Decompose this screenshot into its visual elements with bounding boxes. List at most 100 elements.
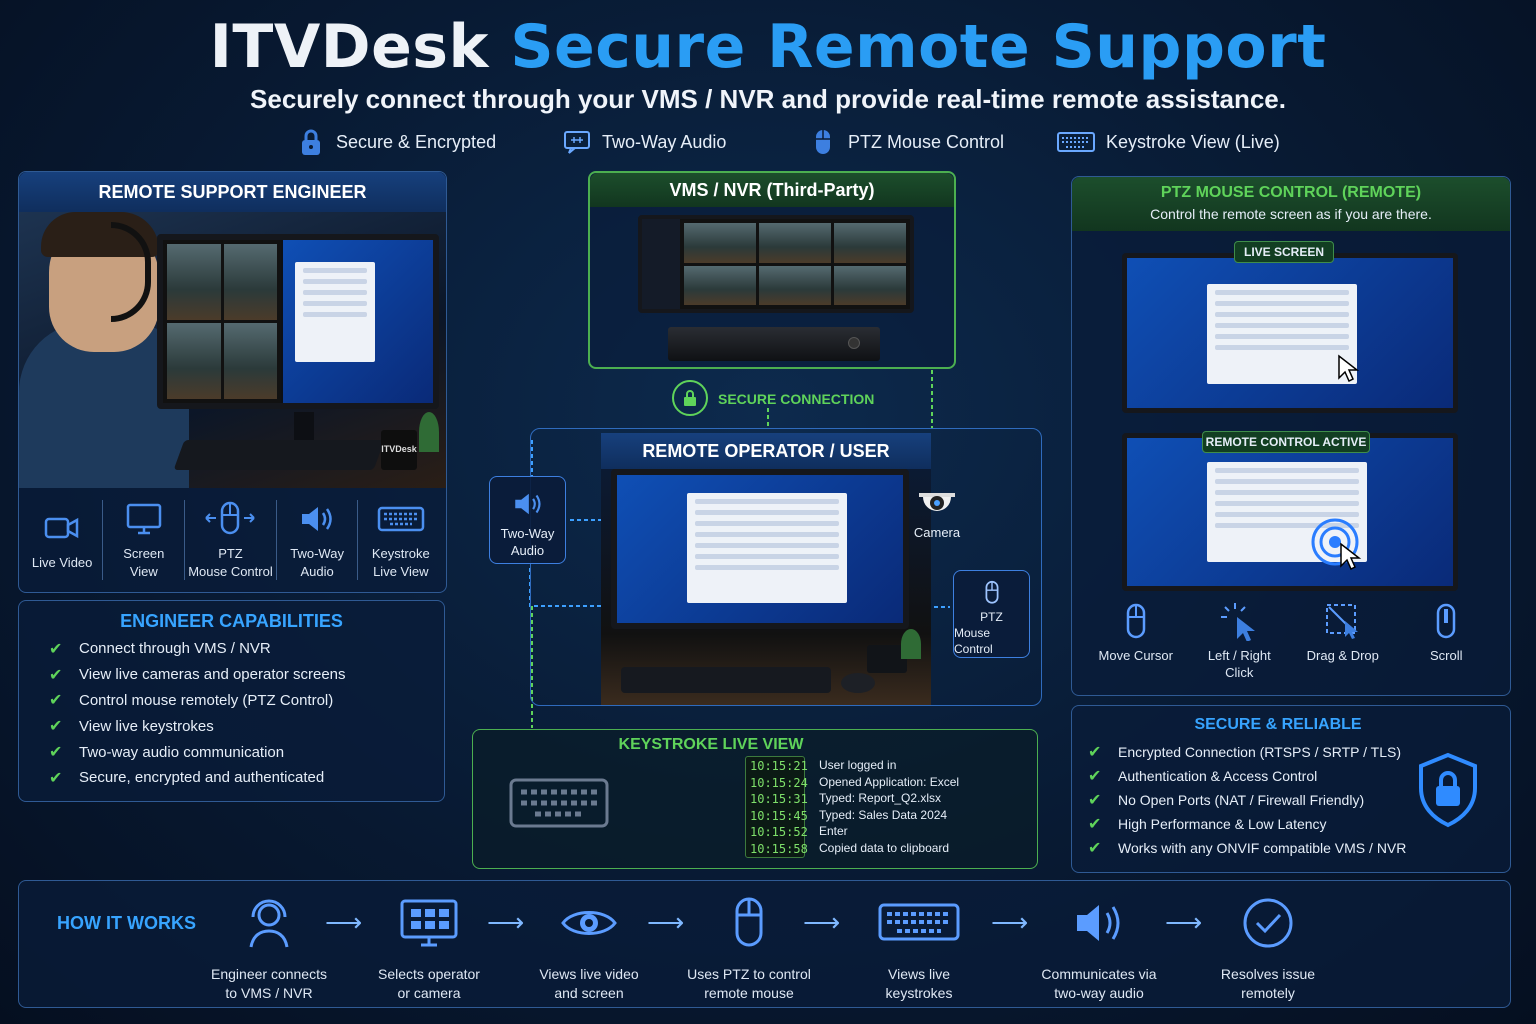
check-icon: ✔ [49,769,63,787]
operator-title: REMOTE OPERATOR / USER [601,433,931,469]
engineer-remote-screen [283,240,433,403]
engineer-title: REMOTE SUPPORT ENGINEER [19,172,446,212]
lock-icon [684,390,696,406]
label-line1: Drag & Drop [1306,648,1379,663]
keystroke-panel: KEYSTROKE LIVE VIEW 10:15:21 10:15:24 10… [472,729,1038,869]
keystroke-text: Copied data to clipboard [819,840,950,855]
check-icon: ✔ [1088,768,1102,785]
ptz-live-monitor [1122,253,1458,413]
label-line1: Live Video [31,555,93,570]
live-screen-badge: LIVE SCREEN [1234,241,1334,263]
keystroke-time: 10:15:45 [750,808,808,823]
vms-sidebar [642,219,680,309]
mouse-icon [816,130,830,154]
keystroke-time: 10:15:21 [750,759,808,773]
arrow-right-icon: ⟶ [1165,907,1203,937]
ptz-live-screen [1127,258,1453,408]
how-step-3: Views live video and screen [529,895,649,1003]
ptz-action-drag: Drag & Drop [1298,601,1388,689]
operator-audio-box: Two-Way Audio [489,476,566,564]
keystroke-text: User logged in [819,758,897,772]
step-line2: or camera [397,985,461,1001]
capability-text: Connect through VMS / NVR [79,640,271,658]
drag-drop-icon [1325,604,1358,639]
engineer-keyboard [173,440,385,470]
click-icon [1221,603,1256,641]
feature-ptz: PTZ Mouse Control [808,126,1004,158]
engineer-icon-row: Live Video Screen View PTZ Mouse Control… [19,488,446,592]
label-line2: Audio [510,543,545,558]
feature-keystroke: Keystroke View (Live) [1056,126,1280,158]
divider [275,500,277,580]
check-icon: ✔ [49,640,63,658]
check-circle-icon [1243,898,1293,948]
label-line1: Two-Way [290,546,344,561]
engineer-feature-audio: Two-Way Audio [279,499,355,581]
secure-item: ✔High Performance & Low Latency [1088,812,1494,836]
label-line2: Audio [300,564,334,579]
check-icon: ✔ [49,718,63,736]
step-line1: Communicates via [1041,966,1157,982]
operator-ptz-box: PTZ Mouse Control [953,570,1030,658]
video-camera-icon [44,517,79,539]
secure-text: High Performance & Low Latency [1118,816,1327,832]
ptz-title: PTZ MOUSE CONTROL (REMOTE) [1160,184,1422,201]
keystroke-text: Typed: Report_Q2.xlsx [819,791,942,806]
headset-user-icon [249,899,289,948]
keyboard-icon [878,903,960,941]
secure-text: Authentication & Access Control [1118,768,1318,784]
divider [357,500,359,580]
capability-text: Two-way audio communication [79,743,285,761]
arrow-right-icon: ⟶ [647,907,685,937]
vms-title: VMS / NVR (Third-Party) [590,173,954,207]
how-title: HOW IT WORKS [57,913,196,933]
ptz-action-click: Left / Right Click [1194,601,1284,689]
label-line2: Mouse Control [954,626,993,656]
keystroke-text: Opened Application: Excel [819,774,960,789]
label-line2: Mouse Control [188,564,273,579]
capability-item: ✔View live keystrokes [49,713,414,739]
capability-item: ✔Two-way audio communication [49,739,414,765]
operator-panel: REMOTE OPERATOR / USER Camera [530,428,1042,706]
secure-item: ✔ Authentication & Access Control [1088,764,1494,788]
feature-label: PTZ Mouse Control [848,131,1005,152]
arrow-right-icon: ⟶ [487,907,525,937]
eye-icon [561,911,617,935]
engineer-feature-video: Live Video [24,508,100,572]
speaker-icon [514,493,541,515]
title-main: Secure Remote Support [510,12,1327,82]
operator-mouse [841,673,875,693]
keystroke-times: 10:15:21 10:15:24 10:15:31 10:15:45 10:1… [745,756,808,858]
divider [102,500,104,580]
capability-item: ✔ Connect through VMS / NVR [49,636,414,662]
check-icon: ✔ [1088,744,1102,761]
step-line1: Views live video [539,966,639,982]
capability-item: ✔Control mouse remotely (PTZ Control) [49,688,414,714]
keystroke-text: Enter [819,824,848,839]
secure-connection-label: SECURE CONNECTION [718,391,875,407]
vms-camera-grid [680,219,910,309]
step-line1: Views live [888,966,950,982]
arrow-right-icon: ⟶ [325,907,363,937]
ptz-panel: PTZ MOUSE CONTROL (REMOTE) Control the r… [1071,176,1511,696]
feature-label: Secure & Encrypted [336,131,497,152]
secure-connection-lock [672,380,708,416]
how-step-7: Resolves issue remotely [1209,895,1327,1003]
vms-monitor [638,215,914,313]
how-step-1: Engineer connects to VMS / NVR [205,895,333,1003]
keyboard-icon [377,506,425,532]
ptz-actions: Move Cursor Left / Right Click Drag & Dr… [1084,601,1498,689]
step-line2: remotely [1241,985,1295,1001]
ptz-action-scroll: Scroll [1401,601,1491,689]
chat-audio-icon [564,131,590,154]
title-brand: ITVDesk [209,12,489,82]
check-icon: ✔ [1088,792,1102,809]
cursor-icon [1338,354,1359,382]
step-line1: Selects operator [378,966,480,982]
lock-icon [302,129,320,155]
step-line2: keystrokes [885,985,953,1001]
page-title: ITVDesk Secure Remote Support [0,12,1536,82]
keystroke-time: 10:15:31 [750,792,808,807]
capability-text: Control mouse remotely (PTZ Control) [79,691,334,709]
plant [901,629,921,659]
